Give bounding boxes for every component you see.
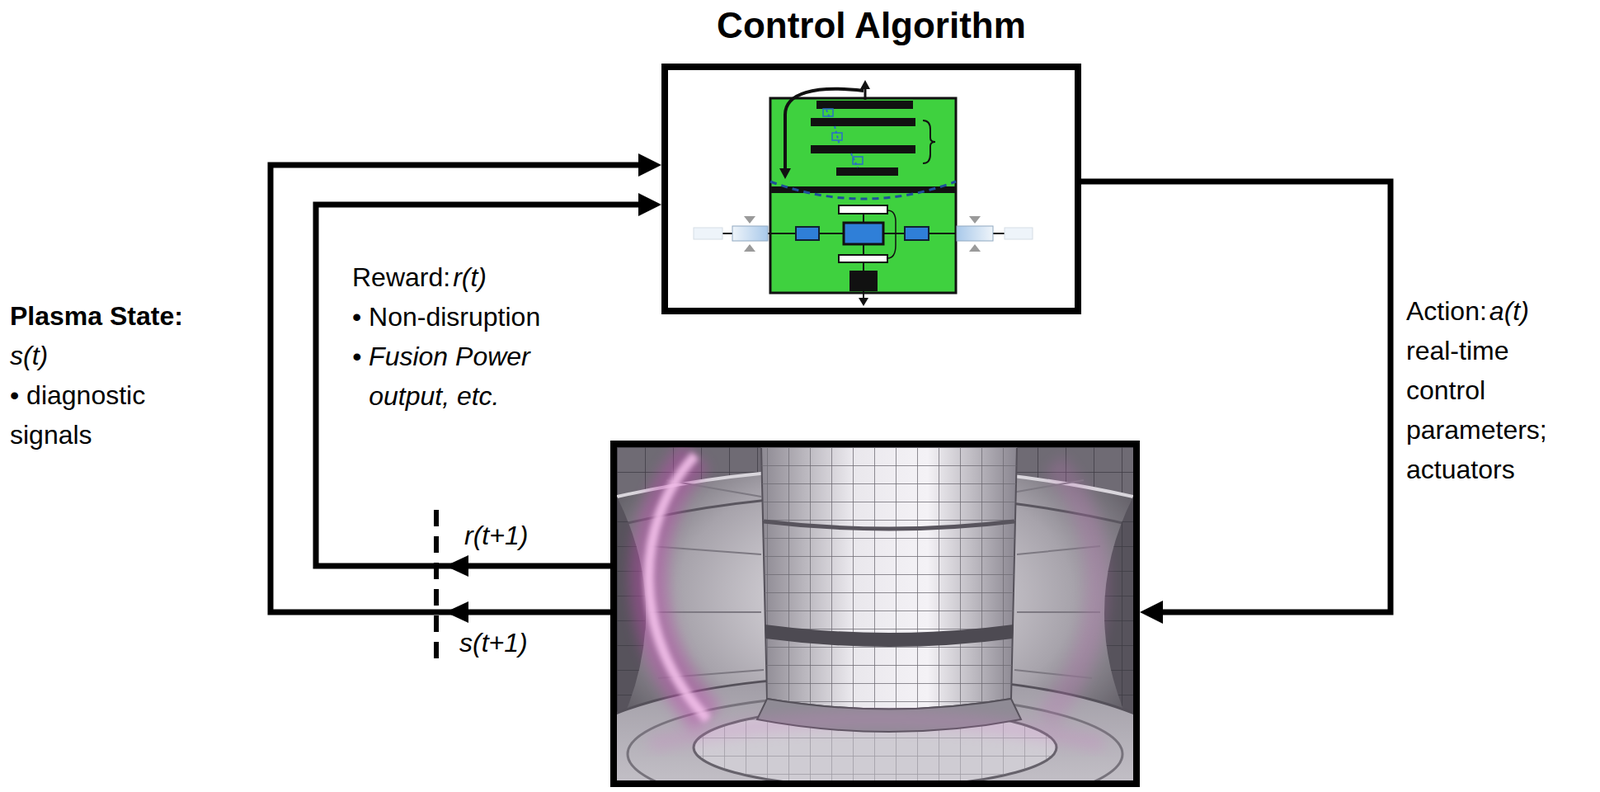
neural-network-illustration	[693, 80, 1033, 306]
tokamak-interior-picture	[761, 447, 1017, 710]
annotation-text: a(t)	[1489, 296, 1530, 326]
tokamak-interior-picture	[1104, 496, 1134, 732]
tokamak-interior-picture	[649, 455, 708, 720]
neural-network-illustration	[843, 222, 884, 245]
sampling-dashed-line	[436, 509, 438, 669]
neural-network-illustration	[770, 98, 956, 293]
feedback-arrow	[1081, 181, 1391, 624]
neural-network-illustration	[823, 108, 833, 117]
text-line: s(t)	[9, 335, 208, 376]
neural-network-illustration	[785, 89, 864, 170]
annotation-text: s(t)	[9, 340, 48, 371]
tokamak-image-box	[610, 440, 1140, 787]
neural-network-illustration	[862, 213, 865, 223]
tokamak-interior-picture	[763, 521, 1015, 529]
annotation-text: Action:	[1406, 296, 1488, 326]
connector-line	[270, 164, 640, 612]
neural-network-illustration	[770, 181, 956, 199]
annotation-text: real-time control parameters; actuators	[1406, 335, 1548, 485]
neural-network-illustration	[810, 117, 916, 127]
neural-network-illustration	[860, 80, 871, 90]
neural-network-illustration	[887, 210, 896, 259]
text-line: • Non-disruption	[352, 296, 584, 337]
neural-network-illustration	[732, 225, 768, 241]
tokamak-interior-picture	[761, 447, 1017, 710]
neural-network-illustration	[816, 100, 913, 109]
connector-line	[1081, 181, 1391, 612]
neural-network-illustration	[838, 205, 888, 214]
connector-line	[315, 204, 640, 566]
signal-label: s(t+1)	[459, 626, 528, 659]
tokamak-interior-picture	[649, 719, 1104, 744]
neural-network-illustration	[779, 168, 791, 179]
annotation-text: r(t)	[452, 262, 487, 292]
neural-network-illustration	[838, 254, 888, 263]
action-text: Action:a(t)real-time control parameters;…	[1406, 291, 1580, 490]
sampling-dashed-line	[433, 509, 439, 669]
neural-network-illustration	[743, 244, 756, 252]
neural-network-illustration	[864, 88, 867, 100]
annotation-text: Plasma State:	[9, 301, 184, 331]
feedback-arrow	[270, 153, 662, 612]
neural-network-illustration	[795, 226, 819, 240]
annotation-text: • diagnostic signals	[9, 380, 146, 450]
reward-text: Reward:r(t) • Non-disruption • Fusion Powe…	[352, 257, 584, 416]
neural-network-illustration	[852, 156, 863, 165]
annotation-text: • Non-disruption	[352, 301, 541, 332]
tokamak-interior-picture	[764, 624, 1014, 647]
arrowhead	[638, 153, 662, 177]
neural-network-illustration	[862, 244, 865, 255]
neural-network-illustration	[969, 244, 981, 252]
tokamak-interior-picture	[1045, 463, 1098, 720]
neural-network-illustration	[922, 120, 936, 164]
neural-network-illustration	[1004, 227, 1033, 240]
text-line: Plasma State:	[9, 296, 208, 336]
signal-label: r(t+1)	[464, 519, 528, 551]
tokamak-interior-picture	[616, 447, 1134, 781]
tokamak-interior-picture	[1104, 496, 1134, 732]
neural-network-illustration	[693, 227, 723, 240]
control-algorithm-box: Control Algorithm	[661, 4, 1082, 315]
tokamak-interior-picture	[649, 455, 708, 720]
text-line: real-time control parameters; actuators	[1406, 330, 1580, 490]
arrowhead	[638, 192, 662, 217]
text-line: • diagnostic signals	[9, 375, 208, 455]
neural-network-illustration	[862, 262, 865, 271]
tokamak-interior-picture	[616, 447, 1134, 781]
text-line: Action:a(t)	[1406, 291, 1580, 331]
box-frame	[661, 63, 1082, 315]
tokamak-interior-picture	[561, 447, 1189, 792]
node-heading: Control Algorithm	[661, 4, 1082, 48]
neural-network-illustration	[969, 216, 981, 224]
plasma-state-text: Plasma State: s(t) • diagnostic signals	[9, 296, 208, 455]
annotation-text: • Fusion Power output, etc.	[352, 341, 531, 411]
neural-network-illustration	[810, 145, 916, 154]
neural-network-illustration	[858, 297, 869, 306]
text-line: Reward:r(t)	[352, 257, 584, 297]
neural-network-illustration	[836, 167, 899, 176]
neural-network-illustration	[743, 216, 756, 224]
annotation-text: Reward:	[352, 262, 451, 292]
neural-network-illustration	[832, 132, 843, 141]
arrowhead	[1139, 600, 1163, 624]
text-line: • Fusion Power output, etc.	[352, 336, 584, 416]
neural-network-illustration	[904, 226, 929, 240]
neural-network-illustration	[849, 270, 878, 292]
neural-network-illustration	[956, 225, 993, 241]
